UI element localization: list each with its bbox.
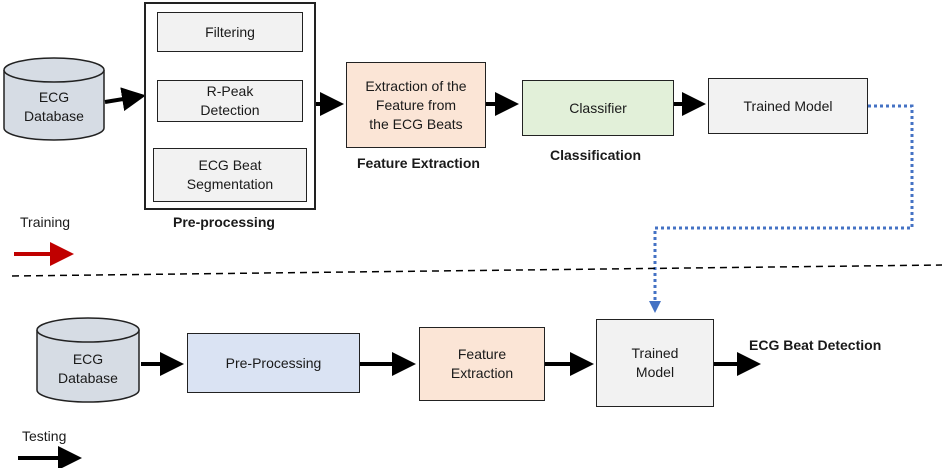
feature-extraction-box: Extraction of the Feature from the ECG B…	[346, 62, 486, 148]
ecg-beat-detection-output: ECG Beat Detection	[749, 337, 882, 353]
test-feature-extraction-box: Feature Extraction	[419, 327, 545, 401]
section-divider	[11, 264, 942, 277]
testing-legend-label: Testing	[22, 428, 67, 444]
testing-database-cylinder	[36, 317, 140, 403]
beat-segmentation-step: ECG Beat Segmentation	[153, 148, 307, 202]
rpeak-detection-step: R-Peak Detection	[157, 80, 303, 122]
training-legend-label: Training	[20, 214, 71, 230]
trained-model-box: Trained Model	[708, 78, 868, 134]
test-trained-model-box: Trained Model	[596, 319, 714, 407]
filtering-step: Filtering	[157, 12, 303, 52]
preprocessing-caption: Pre-processing	[173, 214, 275, 230]
training-database-label: ECG Database	[24, 89, 84, 124]
connector-model-transfer	[649, 104, 914, 313]
testing-database-label: ECG Database	[58, 351, 118, 386]
arrow-database-to-preprocessing	[104, 87, 146, 112]
test-preprocessing-box: Pre-Processing	[187, 333, 360, 393]
training-database-cylinder	[3, 57, 105, 141]
feature-extraction-caption: Feature Extraction	[357, 155, 480, 171]
classification-caption: Classification	[550, 147, 642, 163]
classifier-box: Classifier	[522, 80, 674, 136]
